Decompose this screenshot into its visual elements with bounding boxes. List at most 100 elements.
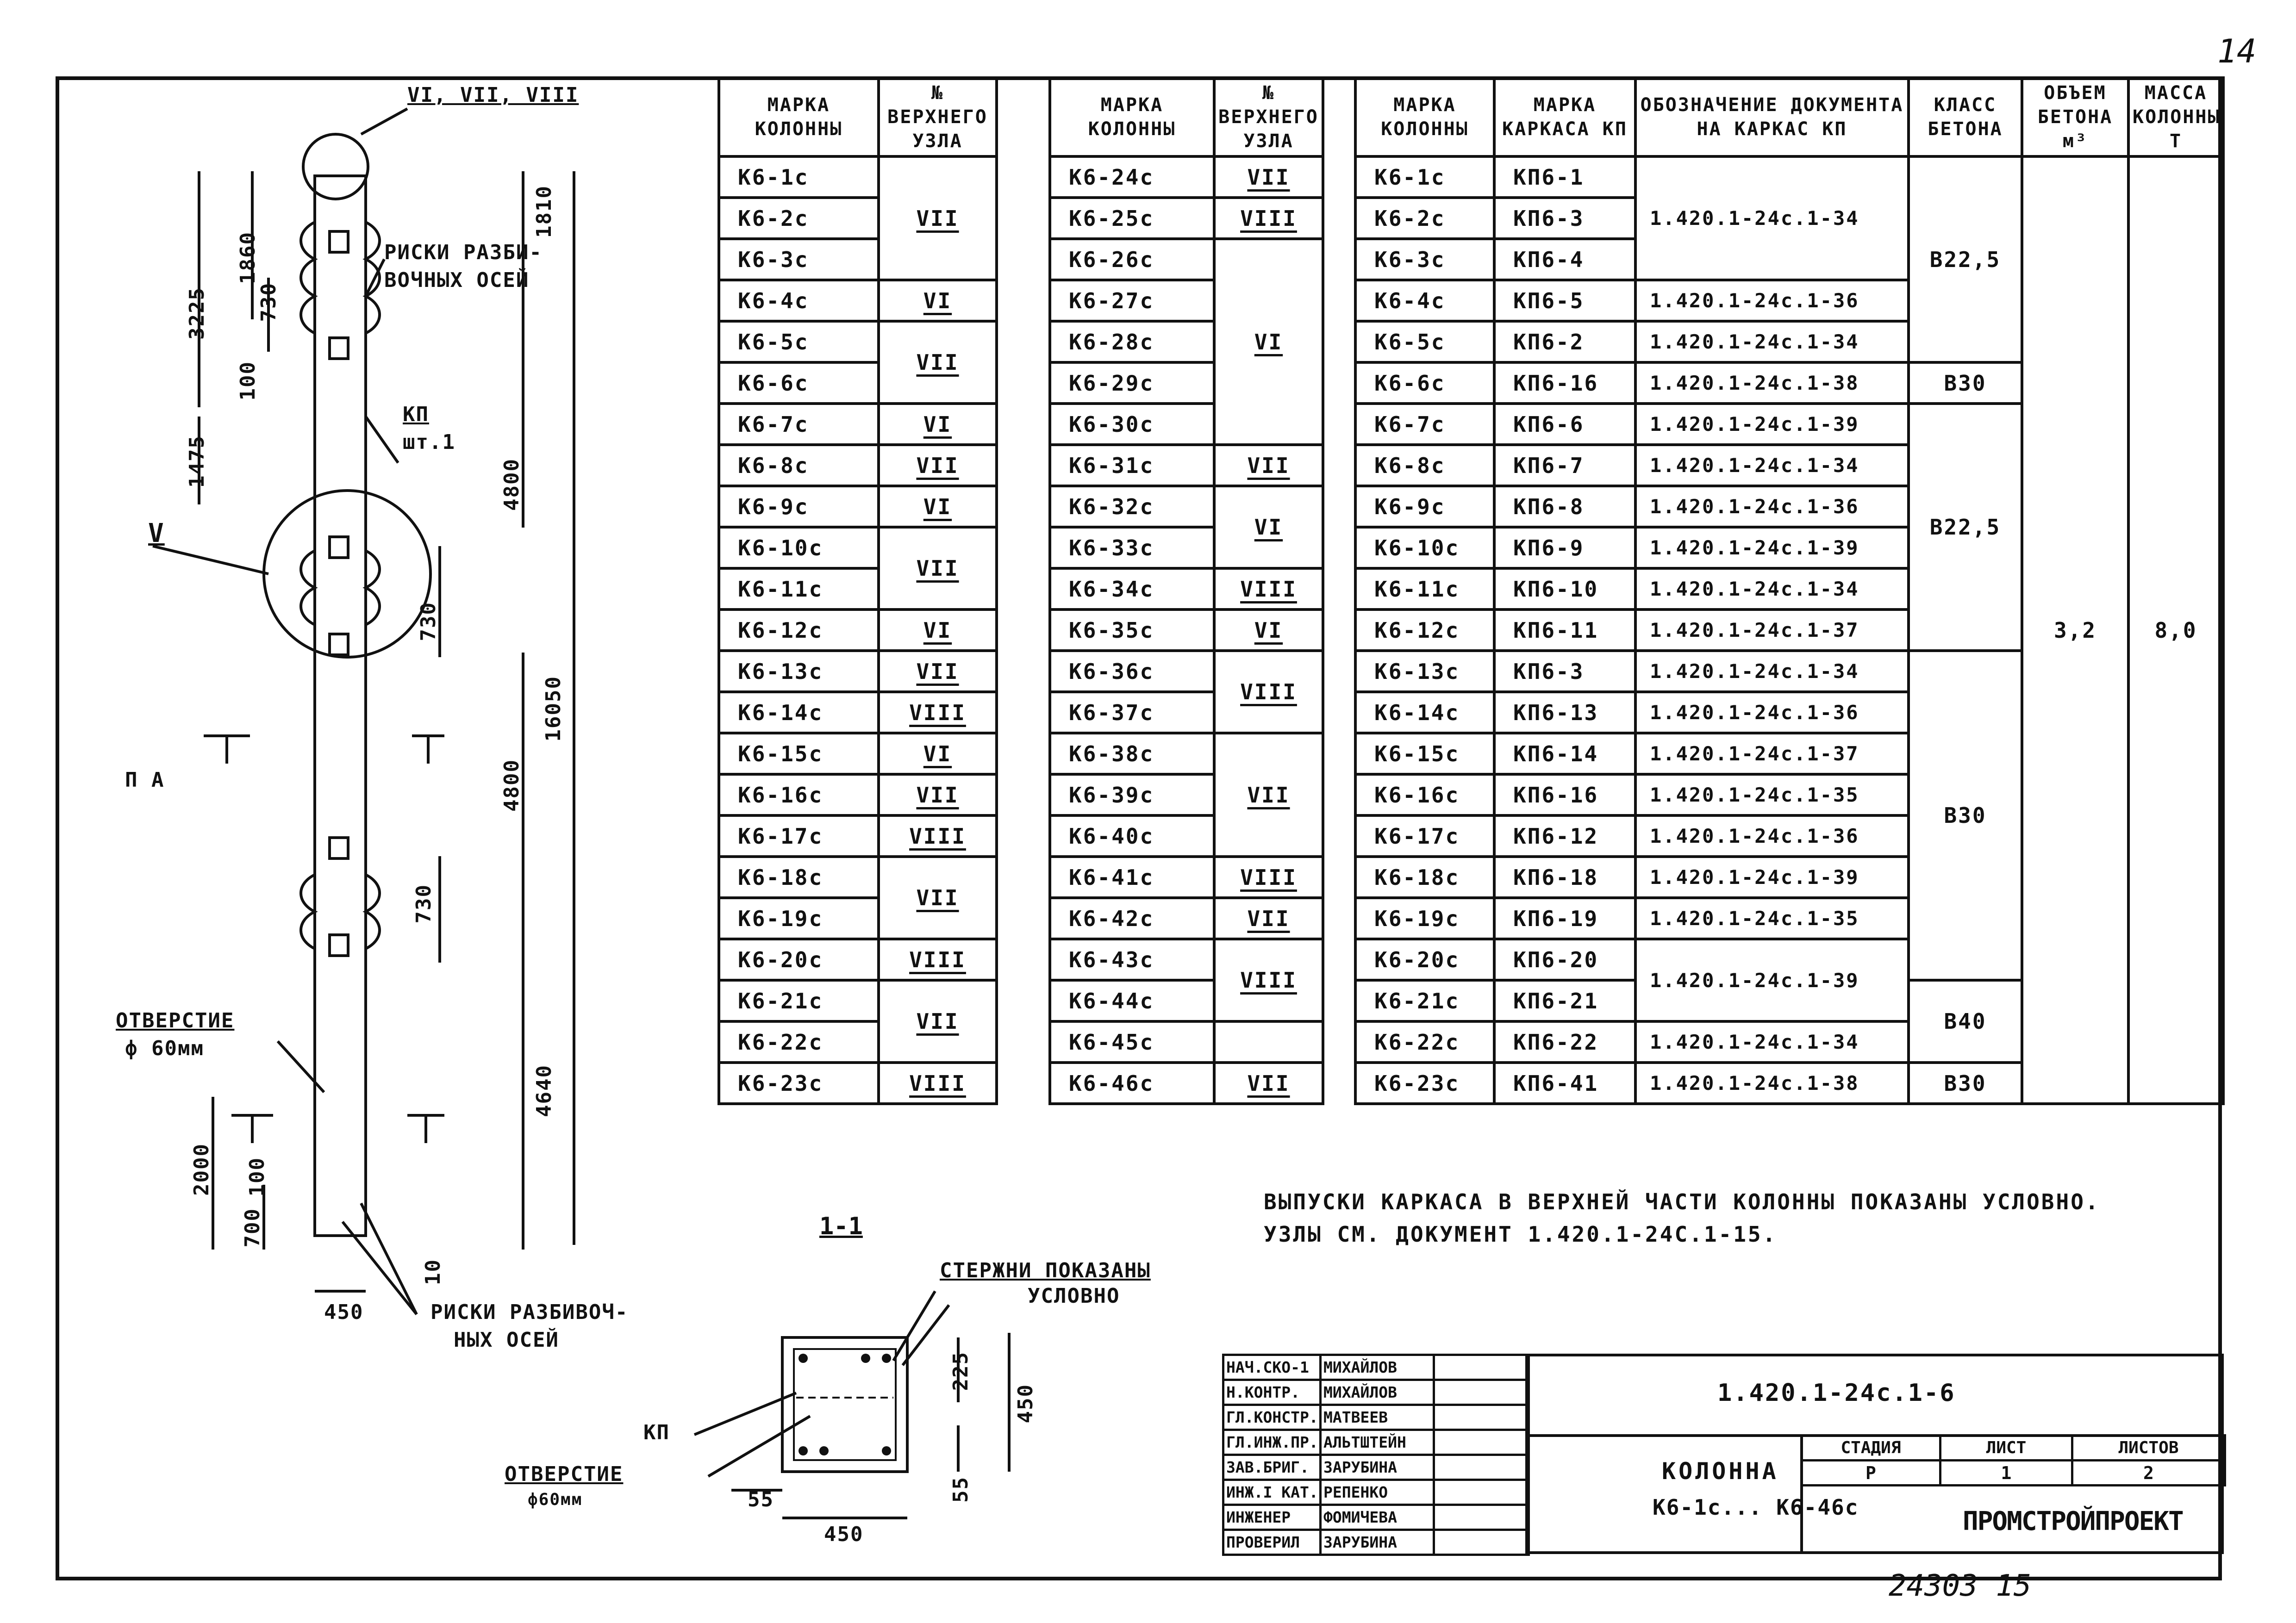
dim-4800-bottom: 4800 xyxy=(500,759,524,812)
table-cell: К6-11с xyxy=(718,567,880,611)
table-cell: VI xyxy=(1213,237,1324,446)
table-cell: В40 xyxy=(1907,979,2023,1064)
title-line-2: К6-1с... К6-46с xyxy=(1653,1495,1859,1520)
name-cell: МАТВЕЕВ xyxy=(1319,1404,1435,1431)
dim-1860: 1860 xyxy=(236,231,260,284)
table-cell: К6-4с xyxy=(1354,279,1496,323)
table-cell: К6-17с xyxy=(1354,814,1496,858)
header-mark: МАРКА КОЛОННЫ xyxy=(718,76,880,158)
table-cell: В30 xyxy=(1907,649,2023,982)
name-cell: МИХАЙЛОВ xyxy=(1319,1354,1435,1381)
table-cell: КП6-41 xyxy=(1493,1061,1637,1105)
table-cell: К6-26с xyxy=(1048,237,1216,281)
dim-1475: 1475 xyxy=(185,435,209,488)
signature-cell xyxy=(1433,1529,1530,1556)
table-cell: К6-16с xyxy=(718,773,880,817)
dim-100-top: 100 xyxy=(236,361,260,401)
table-cell: К6-19с xyxy=(718,896,880,940)
table-cell: К6-38с xyxy=(1048,732,1216,776)
header-node: № ВЕРХНЕГО УЗЛА xyxy=(877,76,998,158)
document-code: 1.420.1-24с.1-6 xyxy=(1717,1379,1956,1407)
role-cell: ЗАВ.БРИГ. xyxy=(1222,1454,1322,1481)
table-cell: VII xyxy=(877,773,998,817)
table-cell: VI xyxy=(1213,608,1324,652)
table-cell: 1.420.1-24с.1-38 xyxy=(1634,1061,1910,1105)
table-cell: К6-8с xyxy=(1354,443,1496,487)
signature-cell xyxy=(1433,1429,1530,1456)
table-cell: КП6-21 xyxy=(1493,979,1637,1023)
table-cell: КП6-14 xyxy=(1493,732,1637,776)
table-cell: КП6-3 xyxy=(1493,649,1637,693)
table-cell: VIII xyxy=(1213,649,1324,734)
title-line-1: КОЛОННА xyxy=(1662,1458,1779,1485)
table-cell: К6-13с xyxy=(1354,649,1496,693)
hole-label-1: ОТВЕРСТИЕ xyxy=(116,1009,235,1032)
table-cell: К6-15с xyxy=(718,732,880,776)
section-dim-450-v: 450 xyxy=(1014,1384,1037,1424)
table-cell: КП6-10 xyxy=(1493,567,1637,611)
table-cell: К6-13с xyxy=(718,649,880,693)
table-cell: К6-37с xyxy=(1048,690,1216,734)
table-cell: VII xyxy=(877,443,998,487)
name-cell: ФОМИЧЕВА xyxy=(1319,1504,1435,1531)
table-cell: 1.420.1-24с.1-34 xyxy=(1634,155,1910,281)
dim-4800-top: 4800 xyxy=(500,458,524,511)
table-cell: К6-7с xyxy=(718,402,880,446)
table-cell: К6-39с xyxy=(1048,773,1216,817)
table-cell: 1.420.1-24с.1-35 xyxy=(1634,896,1910,940)
table-cell: К6-35с xyxy=(1048,608,1216,652)
role-cell: Н.КОНТР. xyxy=(1222,1379,1322,1406)
dim-730-mid: 730 xyxy=(417,602,440,641)
signature-cell xyxy=(1433,1479,1530,1506)
table-cell: VII xyxy=(877,526,998,611)
section-kp-label: КП xyxy=(643,1421,670,1444)
node-v-label: V xyxy=(148,518,165,548)
table-cell: 1.420.1-24с.1-39 xyxy=(1634,855,1910,899)
dim-10: 10 xyxy=(421,1259,445,1285)
table-cell: В22,5 xyxy=(1907,155,2023,364)
table-cell: 1.420.1-24с.1-39 xyxy=(1634,526,1910,570)
table-cell: К6-9с xyxy=(718,485,880,529)
table-cell: К6-5с xyxy=(1354,320,1496,364)
header-mark: МАРКА КОЛОННЫ xyxy=(1354,76,1496,158)
table-cell: VII xyxy=(1213,1061,1324,1105)
table-cell: VII xyxy=(877,649,998,693)
table-cell: К6-2с xyxy=(718,196,880,240)
dim-1810: 1810 xyxy=(532,185,556,238)
table-cell: VI xyxy=(877,608,998,652)
table-cell: 1.420.1-24с.1-34 xyxy=(1634,567,1910,611)
table-cell: VIII xyxy=(1213,938,1324,1023)
table-cell: VIII xyxy=(877,690,998,734)
role-cell: ПРОВЕРИЛ xyxy=(1222,1529,1322,1556)
table-cell: 1.420.1-24с.1-36 xyxy=(1634,690,1910,734)
node-marks-label: VI, VII, VIII xyxy=(407,83,579,107)
table-cell: 1.420.1-24с.1-37 xyxy=(1634,608,1910,652)
table-cell: К6-18с xyxy=(1354,855,1496,899)
header-concrete: КЛАСС БЕТОНА xyxy=(1907,76,2023,158)
table-cell: 1.420.1-24с.1-38 xyxy=(1634,361,1910,405)
table-cell: К6-19с xyxy=(1354,896,1496,940)
table-cell: КП6-6 xyxy=(1493,402,1637,446)
dim-4640: 4640 xyxy=(532,1064,556,1117)
table-cell: К6-23с xyxy=(718,1061,880,1105)
name-cell: ЗАРУБИНА xyxy=(1319,1529,1435,1556)
table-cell: КП6-8 xyxy=(1493,485,1637,529)
risks-top-label-2: ВОЧНЫХ ОСЕЙ xyxy=(384,268,530,292)
note-line-2: УЗЛЫ СМ. ДОКУМЕНТ 1.420.1-24С.1-15. xyxy=(1264,1222,1778,1247)
table-cell: К6-16с xyxy=(1354,773,1496,817)
role-cell: ГЛ.КОНСТР. xyxy=(1222,1404,1322,1431)
dim-730-bottom: 730 xyxy=(412,884,436,924)
dim-450: 450 xyxy=(324,1300,364,1324)
right-frames-table: МАРКА КОЛОННЫ МАРКА КАРКАСА КП ОБОЗНАЧЕН… xyxy=(1354,76,2225,1105)
table-cell: К6-1с xyxy=(718,155,880,199)
signature-cell xyxy=(1433,1379,1530,1406)
table-cell: КП6-16 xyxy=(1493,361,1637,405)
table-cell: К6-40с xyxy=(1048,814,1216,858)
table-cell: 1.420.1-24с.1-34 xyxy=(1634,443,1910,487)
table-cell: VI xyxy=(877,485,998,529)
table-cell: К6-21с xyxy=(1354,979,1496,1023)
role-cell: ГЛ.ИНЖ.ПР. xyxy=(1222,1429,1322,1456)
